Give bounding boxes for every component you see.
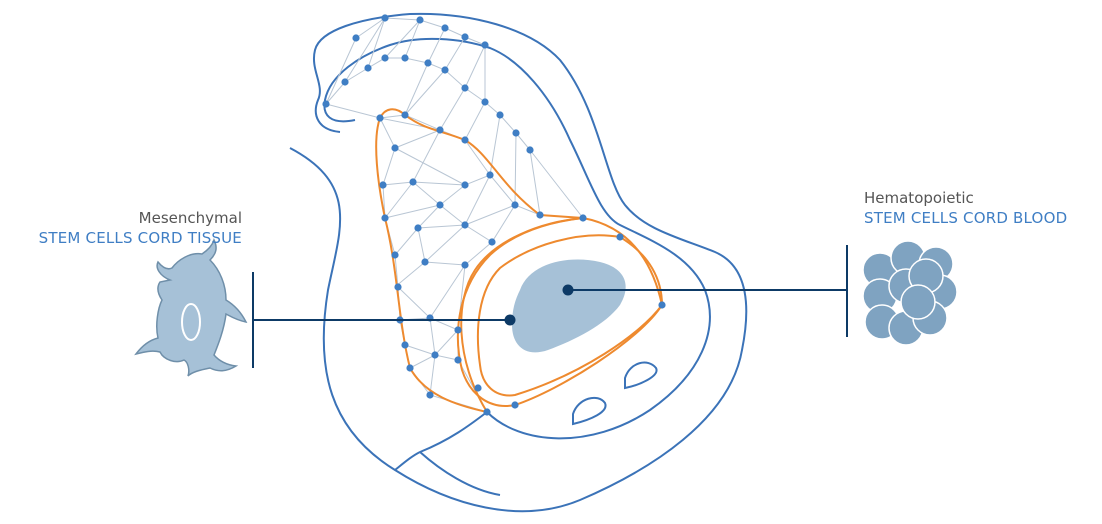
mesenchymal-title: STEM CELLS CORD TISSUE <box>39 228 242 248</box>
pointer-right <box>563 245 848 337</box>
pointer-left <box>253 272 516 368</box>
mesenchymal-label: Mesenchymal STEM CELLS CORD TISSUE <box>39 208 242 248</box>
hematopoietic-subtitle: Hematopoietic <box>864 188 1067 208</box>
umbilical-vein <box>512 259 626 352</box>
mesh-nodes <box>322 14 665 415</box>
cord-blood-cell-cluster-icon <box>863 241 957 345</box>
cord-outer-outline <box>290 14 746 511</box>
cord-bottom-flap <box>395 412 500 495</box>
cord-inner-outline <box>324 39 709 439</box>
mesenchymal-subtitle: Mesenchymal <box>39 208 242 228</box>
hematopoietic-title: STEM CELLS CORD BLOOD <box>864 208 1067 228</box>
hematopoietic-label: Hematopoietic STEM CELLS CORD BLOOD <box>864 188 1067 228</box>
umbilical-artery-1 <box>625 363 657 388</box>
umbilical-artery-2 <box>573 398 606 424</box>
mesenchymal-cell-icon <box>136 240 246 376</box>
